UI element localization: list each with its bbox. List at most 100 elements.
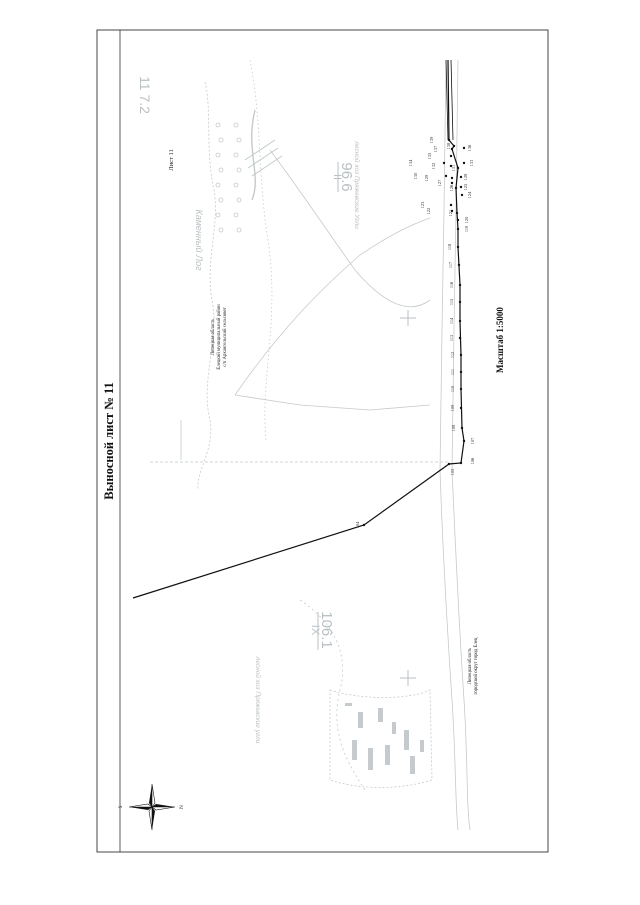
route-point-label-107: 107 <box>470 437 475 444</box>
route-point-label-130: 130 <box>413 173 418 179</box>
route-point-label-112: 112 <box>450 352 455 358</box>
creek-line <box>251 109 256 201</box>
tree-icon <box>218 197 224 203</box>
tree-icon <box>215 212 221 218</box>
compass-arrow-south-light <box>148 806 153 831</box>
creek-hatch <box>244 139 283 177</box>
route-point-mark-110 <box>459 387 463 391</box>
forest-name-bottom: лесной хоз Пряжевские угли <box>254 656 262 744</box>
road-outline-left <box>439 469 459 831</box>
route-point-mark-116 <box>458 283 462 287</box>
building <box>345 703 352 706</box>
route-point-mark-107 <box>462 439 466 443</box>
building <box>392 722 396 734</box>
route-point-mark-117 <box>457 263 461 267</box>
tree-icon <box>215 122 221 128</box>
route-point-mark-132 <box>449 164 453 168</box>
area-number-top: 96.6 <box>338 162 355 191</box>
tree-icon <box>233 152 239 158</box>
route-point-label-126: 126 <box>449 184 454 191</box>
tree-icon <box>215 182 221 188</box>
route-point-label-132: 132 <box>431 163 436 169</box>
building <box>420 740 424 752</box>
scale-label: Масштаб 1:5000 <box>495 307 505 373</box>
route-point-mark-111 <box>459 370 463 374</box>
route-point-mark-104 <box>362 523 366 527</box>
region-south-line-1: Липецкая область <box>468 647 473 684</box>
sheet-frame <box>96 29 549 853</box>
route-point-mark-137 <box>450 147 454 151</box>
compass-arrow-south-dark <box>152 807 155 830</box>
route-point-mark-127 <box>450 181 454 185</box>
compass-arrow-east-dark <box>152 804 175 807</box>
route-point-mark-119 <box>456 227 460 231</box>
route-point-mark-131 <box>456 166 460 170</box>
compass-arrow-north-light <box>151 783 156 808</box>
tree-icon <box>236 167 242 173</box>
tree-icon <box>236 227 242 233</box>
ravine-outline <box>249 59 273 441</box>
route-point-label-129: 129 <box>424 175 429 181</box>
route-point-label-134: 134 <box>408 159 413 166</box>
forest-name-top: лесной хоз Пряжевские Угли <box>353 140 361 229</box>
route-point-mark-133 <box>462 161 466 165</box>
route-point-label-131: 131 <box>451 165 456 171</box>
route-point-label-111: 111 <box>450 369 455 375</box>
route-point-label-125: 125 <box>463 184 468 190</box>
parallel-road-line <box>445 59 449 141</box>
route-point-label-108: 108 <box>451 425 456 431</box>
compass-north-letter: N <box>180 805 185 809</box>
region-north-line-3: с/п Архангельский сельсовет <box>223 306 228 366</box>
route-point-mark-118 <box>456 245 460 249</box>
route-point-label-115: 115 <box>449 299 454 305</box>
route-point-label-137: 137 <box>433 145 438 152</box>
road-outline-top <box>439 59 447 471</box>
route-point-mark-108 <box>460 426 464 430</box>
route-point-label-105: 105 <box>450 469 455 475</box>
route-point-label-136: 136 <box>467 144 472 151</box>
building <box>378 708 383 722</box>
route-point-label-110: 110 <box>450 386 455 392</box>
route-point-label-138: 138 <box>446 143 451 149</box>
route-point-mark-126 <box>454 186 458 190</box>
road-outline-top-2 <box>451 59 459 471</box>
parallel-road-line-2 <box>450 59 454 141</box>
route-point-label-106: 106 <box>470 457 475 464</box>
building <box>358 712 363 728</box>
road-outline-right <box>451 469 471 831</box>
tree-icon <box>233 122 239 128</box>
route-point-mark-121 <box>455 211 459 215</box>
route-point-mark-112 <box>459 353 463 357</box>
forest-boundary <box>269 149 431 308</box>
route-point-label-113: 113 <box>449 335 454 341</box>
quarter-number-top: II <box>331 174 343 180</box>
topographic-background <box>150 59 471 831</box>
route-point-label-120: 120 <box>464 217 469 223</box>
region-north-line-2: Елецкий муниципальный район <box>217 304 222 370</box>
route-point-label-133: 133 <box>469 160 474 166</box>
forest-boundary-lower <box>234 394 431 411</box>
compass-arrow-west-light <box>128 803 153 808</box>
route-point-label-121: 121 <box>448 210 453 216</box>
route-point-label-127: 127 <box>437 179 442 186</box>
region-south-line-2: городской округ город Елец <box>474 637 479 694</box>
building <box>352 740 357 760</box>
route-point-mark-106 <box>459 461 463 465</box>
route-point-label-114: 114 <box>449 317 454 324</box>
route-point-mark-130 <box>444 174 448 178</box>
tree-icon <box>233 212 239 218</box>
route-point-mark-114 <box>458 319 462 323</box>
route-point-mark-122 <box>450 209 454 213</box>
quarter-markers <box>317 162 416 686</box>
building <box>368 748 373 770</box>
boundary-lines <box>132 59 465 599</box>
route-point-mark-109 <box>459 406 463 410</box>
route-point-label-119: 119 <box>464 226 469 232</box>
route-point-mark-120 <box>456 218 460 222</box>
building <box>385 745 390 765</box>
route-point-label-109: 109 <box>450 405 455 411</box>
route-point-mark-138 <box>452 144 456 148</box>
tree-icon <box>215 152 221 158</box>
area-number-bottom: 106.1 <box>318 611 335 649</box>
